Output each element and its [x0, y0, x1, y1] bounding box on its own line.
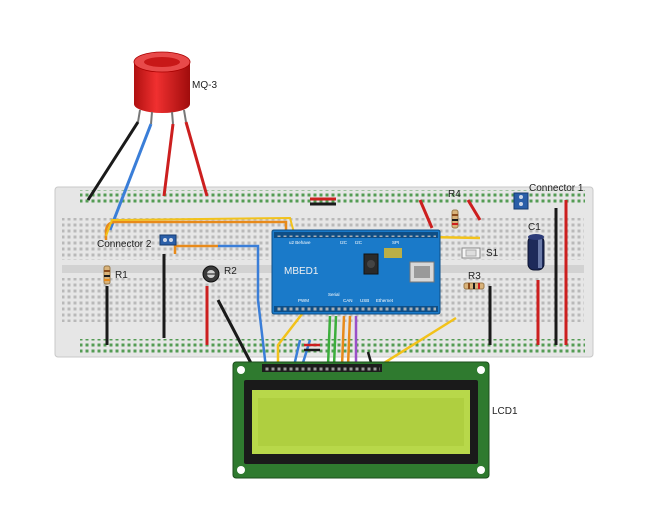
wire-green: [326, 315, 332, 367]
wire-blue: [218, 244, 268, 369]
wire-yellow: [375, 316, 457, 370]
c1-label: C1: [528, 222, 541, 233]
mbed-pin-label-pwm: PWM: [298, 298, 309, 303]
sensor-body: [134, 62, 190, 113]
mq3-sensor: [133, 51, 191, 125]
resistor-r3: [463, 282, 485, 290]
connector-1-body: [513, 192, 529, 210]
lcd-module: [232, 361, 490, 479]
capacitor-c1: [527, 234, 545, 271]
mbed-pin-label-i2c-2: I2C: [355, 240, 363, 245]
mbed-board: MBED1 u2 Behave I2C I2C SPI Serial PWM C…: [271, 229, 441, 315]
wire-orange: [173, 244, 218, 254]
sensor-mesh: [144, 57, 180, 67]
wire-blue: [108, 123, 153, 231]
sensor-label: MQ-3: [192, 80, 217, 91]
connector-2: [159, 234, 177, 246]
wire-orange: [340, 315, 346, 367]
pushbutton-s1: [461, 247, 481, 259]
mbed-led: [384, 248, 402, 258]
wire-green: [332, 315, 338, 367]
wire-yellow: [105, 216, 297, 241]
connector-2-body: [159, 234, 177, 246]
resistor-r1: [103, 265, 111, 285]
top-power-rail: [80, 190, 585, 204]
mbed-pin-label-ethernet: Ethernet: [376, 298, 394, 303]
wire-red: [184, 121, 209, 197]
mbed-pin-label-can: CAN: [343, 298, 353, 303]
sensor-wires: [86, 121, 209, 231]
wire-orange: [346, 315, 352, 367]
wire-red: [466, 199, 482, 221]
wire-red: [162, 123, 175, 197]
mbed-pin-label-top: u2 Behave: [289, 240, 311, 245]
wire-red: [418, 199, 434, 229]
wire-yellow: [276, 313, 303, 368]
lcd-label: LCD1: [492, 406, 518, 417]
wire-orange: [104, 220, 288, 240]
s1-label: S1: [486, 248, 499, 259]
r2-label: R2: [224, 266, 237, 277]
resistor-r4: [451, 209, 459, 229]
mbed-label: MBED1: [284, 266, 319, 277]
r1-label: R1: [115, 270, 128, 281]
mbed-pin-label-serial: Serial: [328, 292, 340, 297]
connector-1: [513, 192, 529, 210]
connector-1-label: Connector 1: [529, 183, 584, 194]
r3-label: R3: [468, 271, 481, 282]
r4-label: R4: [448, 189, 461, 200]
mbed-pin-label-spi: SPI: [392, 240, 399, 245]
mbed-pin-label-usb: USB: [360, 298, 369, 303]
bottom-power-rail: [80, 339, 585, 353]
mbed-pin-label-i2c-1: I2C: [340, 240, 348, 245]
wire-black: [216, 299, 254, 366]
connector-2-label: Connector 2: [97, 239, 152, 250]
wire-black: [86, 121, 140, 201]
potentiometer-r2: [202, 265, 220, 283]
